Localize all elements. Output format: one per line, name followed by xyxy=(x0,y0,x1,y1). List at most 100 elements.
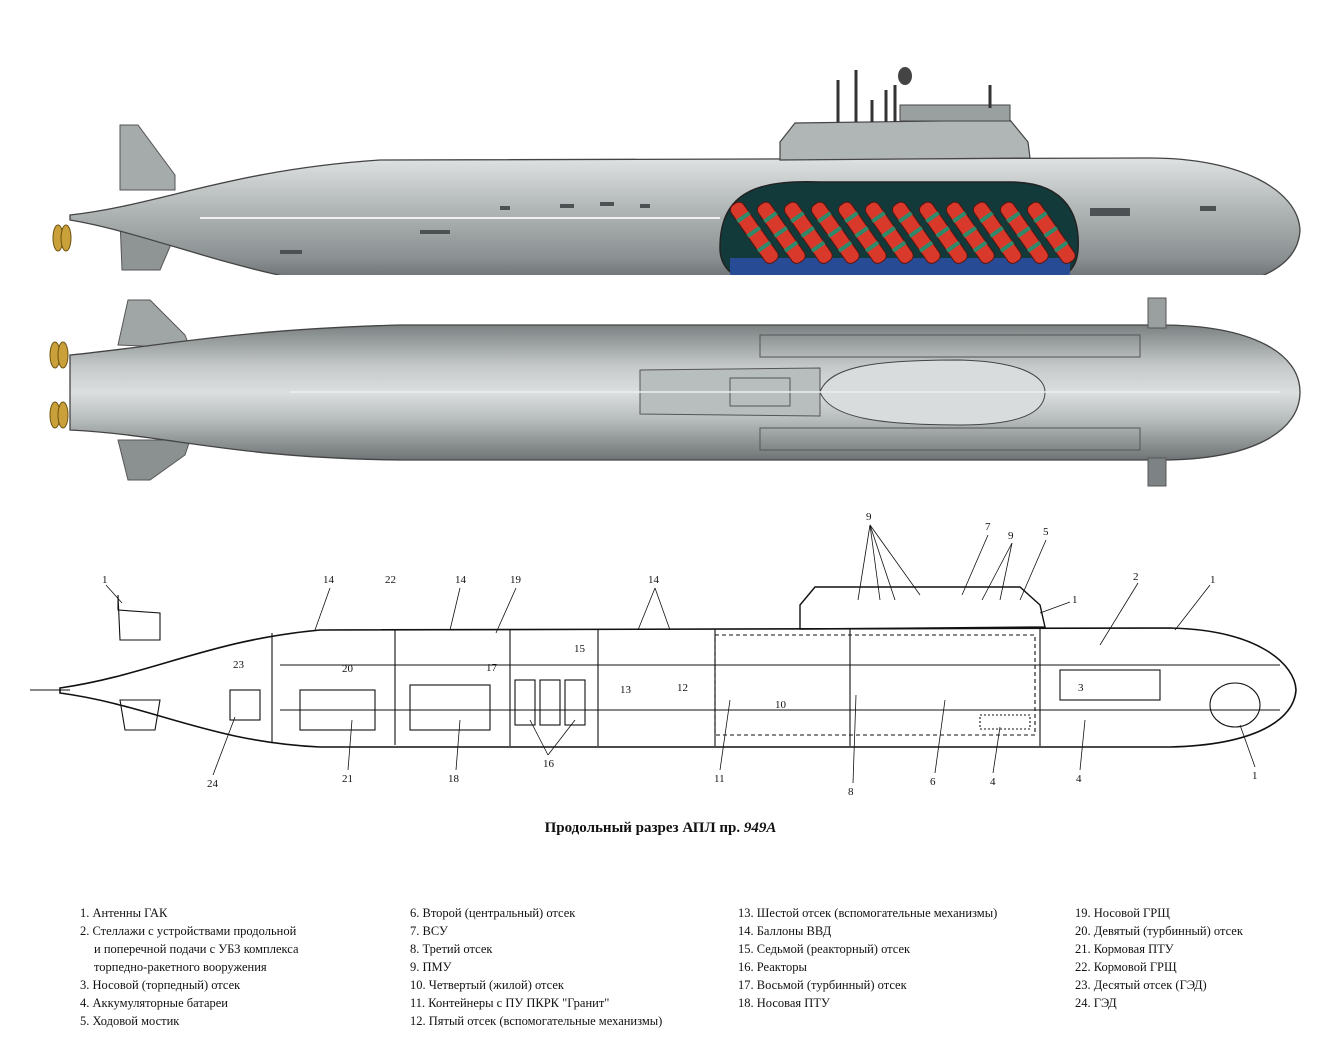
bow-plane-port xyxy=(1147,297,1167,329)
legend-item-6: 6. Второй (центральный) отсек xyxy=(410,906,576,920)
missile-container xyxy=(945,201,995,264)
callout-14-c: 14 xyxy=(648,574,660,586)
legend-item-3: 3. Носовой (торпедный) отсек xyxy=(80,978,241,992)
longitudinal-section-diagram: 1 14 22 14 19 14 9 7 9 5 1 2 1 23 20 17 … xyxy=(30,511,1297,795)
electric-motor xyxy=(229,689,261,721)
callout-6: 6 xyxy=(930,776,936,788)
callout-12: 12 xyxy=(677,682,688,694)
callout-4-a: 4 xyxy=(990,776,996,788)
callout-19: 19 xyxy=(510,574,522,586)
callout-14-b: 14 xyxy=(455,574,467,586)
callout-17: 17 xyxy=(486,662,498,674)
missile-container xyxy=(864,201,914,264)
callout-10: 10 xyxy=(775,699,787,711)
missile-container-zone xyxy=(714,634,1036,736)
propeller xyxy=(52,224,72,252)
callout-18: 18 xyxy=(448,773,460,785)
legend-item-8: 8. Третий отсек xyxy=(410,942,493,956)
callout-21: 21 xyxy=(342,773,353,785)
legend-item-10: 10. Четвертый (жилой) отсек xyxy=(410,978,564,992)
callout-11: 11 xyxy=(714,773,725,785)
turbine-machinery-aft xyxy=(299,689,376,731)
sonar-array xyxy=(1209,682,1261,728)
callout-13: 13 xyxy=(620,684,632,696)
callout-15: 15 xyxy=(574,643,586,655)
reactor-units xyxy=(514,679,586,726)
torpedo-rack xyxy=(1059,669,1161,701)
legend-column-3: 13. Шестой отсек (вспомогательные механи… xyxy=(738,904,997,1012)
top-view-illustration xyxy=(49,297,1301,487)
twin-propellers xyxy=(49,341,69,429)
legend-item-21: 21. Кормовая ПТУ xyxy=(1075,942,1174,956)
legend-column-4: 19. Носовой ГРЩ 20. Девятый (турбинный) о… xyxy=(1075,904,1243,1012)
hull-hatches xyxy=(280,202,1216,254)
callout-20: 20 xyxy=(342,663,354,675)
sail xyxy=(779,119,1031,161)
missile-container xyxy=(756,201,806,264)
legend-item-2-cont-2: торпедно-ракетного вооружения xyxy=(94,960,267,974)
callout-1-c: 1 xyxy=(1210,574,1216,586)
legend-item-15: 15. Седьмой (реакторный) отсек xyxy=(738,942,911,956)
legend-column-1: 1. Антенны ГАК 2. Стеллажи с устройствами… xyxy=(80,904,299,1030)
missile-container xyxy=(972,201,1022,264)
section-rudder xyxy=(117,594,161,641)
callout-1-b: 1 xyxy=(1072,594,1078,606)
callout-14-a: 14 xyxy=(323,574,335,586)
battery-pack xyxy=(979,714,1031,730)
bulkheads xyxy=(271,629,1041,746)
caption-text: Продольный разрез АПЛ пр. xyxy=(544,820,741,836)
legend-item-14: 14. Баллоны ВВД xyxy=(738,924,832,938)
masts xyxy=(836,70,992,122)
upper-stabilizer xyxy=(117,299,191,349)
callout-24: 24 xyxy=(207,778,219,790)
upper-rudder xyxy=(119,124,176,191)
legend-item-18: 18. Носовая ПТУ xyxy=(738,996,830,1010)
missile-container xyxy=(1026,201,1076,264)
legend-item-1: 1. Антенны ГАК xyxy=(80,906,168,920)
section-sail xyxy=(799,586,1046,630)
hull xyxy=(69,157,1301,275)
callout-22: 22 xyxy=(385,574,396,586)
missile-container xyxy=(783,201,833,264)
missile-container xyxy=(837,201,887,264)
callout-4-b: 4 xyxy=(1076,773,1082,785)
section-hull xyxy=(59,627,1297,748)
callout-5: 5 xyxy=(1043,526,1049,538)
legend-item-2-cont-1: и поперечной подачи с УБЗ комплекса xyxy=(94,942,299,956)
lower-stabilizer xyxy=(117,439,191,481)
callout-2: 2 xyxy=(1133,571,1139,583)
legend-item-9: 9. ПМУ xyxy=(410,960,452,974)
turbine-machinery-fwd xyxy=(409,684,491,731)
callout-23: 23 xyxy=(233,659,245,671)
legend-item-12: 12. Пятый отсек (вспомогательные механиз… xyxy=(410,1014,663,1028)
legend-item-19: 19. Носовой ГРЩ xyxy=(1075,906,1170,920)
callout-8: 8 xyxy=(848,786,854,795)
figure-caption: Продольный разрез АПЛ пр. 949А xyxy=(0,820,1321,837)
missile-container xyxy=(729,201,779,264)
legend-item-4: 4. Аккумуляторные батареи xyxy=(80,996,228,1010)
legend-item-20: 20. Девятый (турбинный) отсек xyxy=(1075,924,1243,938)
legend-item-5: 5. Ходовой мостик xyxy=(80,1014,180,1028)
legend-item-2: 2. Стеллажи с устройствами продольной xyxy=(80,924,297,938)
legend-item-11: 11. Контейнеры с ПУ ПКРК "Гранит" xyxy=(410,996,610,1010)
side-view-illustration xyxy=(52,67,1301,275)
legend-item-13: 13. Шестой отсек (вспомогательные механи… xyxy=(738,906,998,920)
callout-9-a: 9 xyxy=(866,511,872,523)
callout-7: 7 xyxy=(985,521,991,533)
callout-9-b: 9 xyxy=(1008,530,1014,542)
missile-container xyxy=(918,201,968,264)
callout-labels: 1 14 22 14 19 14 9 7 9 5 1 2 1 23 20 17 … xyxy=(102,511,1258,795)
callout-3: 3 xyxy=(1078,682,1084,694)
missile-containers xyxy=(729,201,1076,264)
legend-item-24: 24. ГЭД xyxy=(1075,996,1117,1010)
missile-container xyxy=(891,201,941,264)
missile-container xyxy=(999,201,1049,264)
legend-item-23: 23. Десятый отсек (ГЭД) xyxy=(1075,978,1207,992)
callout-16: 16 xyxy=(543,758,555,770)
caption-project-number: 949А xyxy=(743,820,777,836)
legend-item-7: 7. ВСУ xyxy=(410,924,448,938)
legend-column-2: 6. Второй (центральный) отсек 7. ВСУ 8. Тр… xyxy=(410,904,662,1030)
legend-item-16: 16. Реакторы xyxy=(738,960,807,974)
bow-plane-starboard xyxy=(1147,457,1167,487)
legend-item-17: 17. Восьмой (турбинный) отсек xyxy=(738,978,907,992)
